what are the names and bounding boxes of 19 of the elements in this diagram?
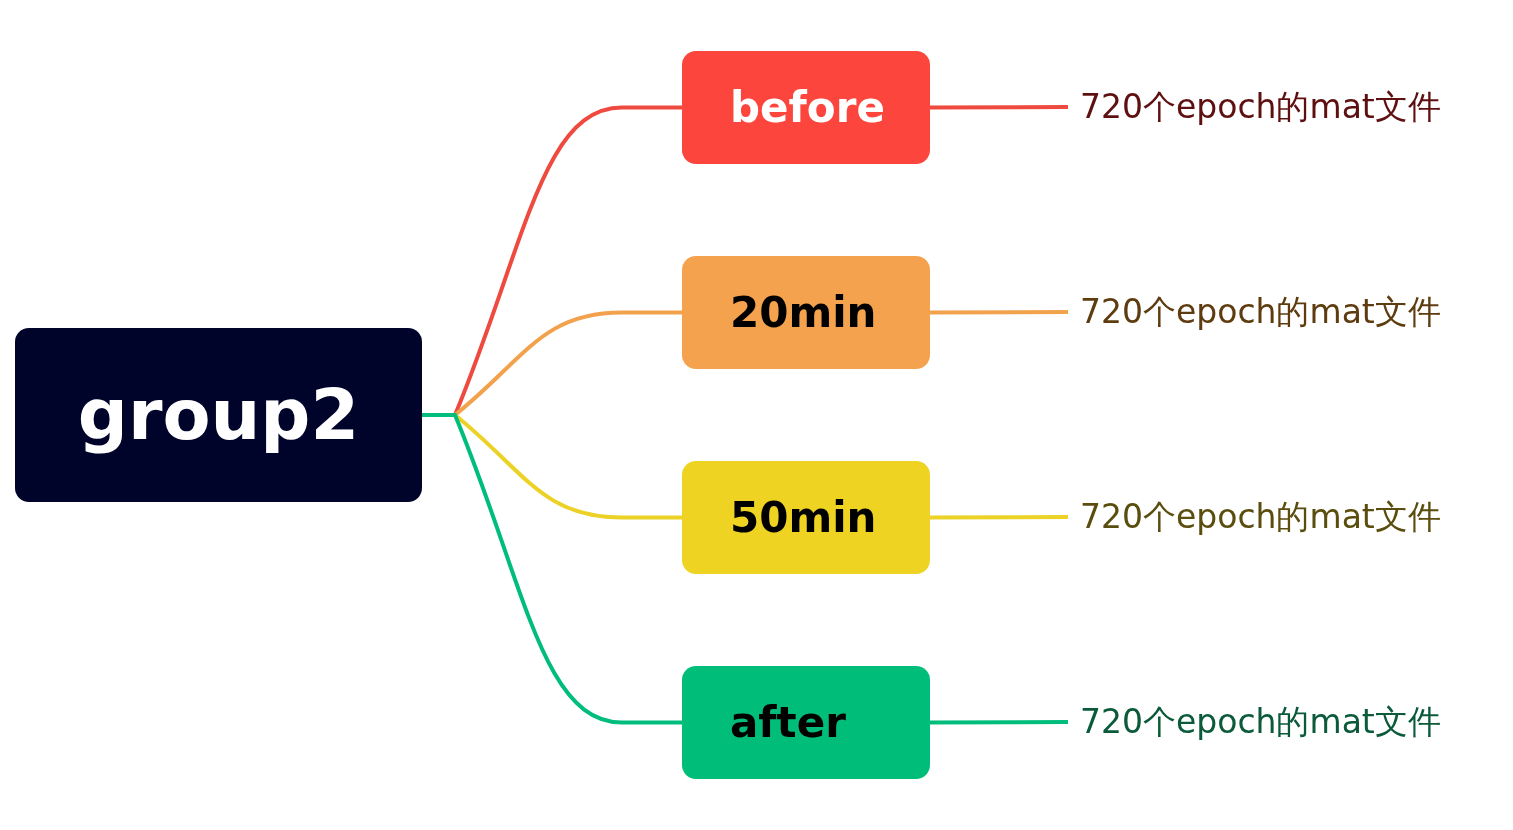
root-topic-box bbox=[15, 328, 422, 502]
connector-line bbox=[422, 413, 682, 725]
leaf-topic-text: 720个epoch的mat文件 bbox=[1080, 290, 1441, 333]
branch-topic-box bbox=[682, 256, 930, 369]
branch-topic-box bbox=[682, 51, 930, 164]
connector-line bbox=[930, 105, 1068, 110]
branch-topic-box bbox=[682, 666, 930, 779]
topic-label: before bbox=[730, 83, 885, 132]
topic-label: after bbox=[730, 698, 846, 747]
topic-label: 20min bbox=[730, 288, 877, 337]
connector-line bbox=[930, 310, 1068, 315]
leaf-topic-text: 720个epoch的mat文件 bbox=[1080, 85, 1441, 128]
topic-label: group2 bbox=[77, 374, 360, 456]
topic-label: 50min bbox=[730, 493, 877, 542]
leaf-topic-text: 720个epoch的mat文件 bbox=[1080, 700, 1441, 743]
connector-line bbox=[930, 515, 1068, 520]
leaf-topic-text: 720个epoch的mat文件 bbox=[1080, 495, 1441, 538]
connector-line bbox=[930, 720, 1068, 725]
branch-topic-box bbox=[682, 461, 930, 574]
